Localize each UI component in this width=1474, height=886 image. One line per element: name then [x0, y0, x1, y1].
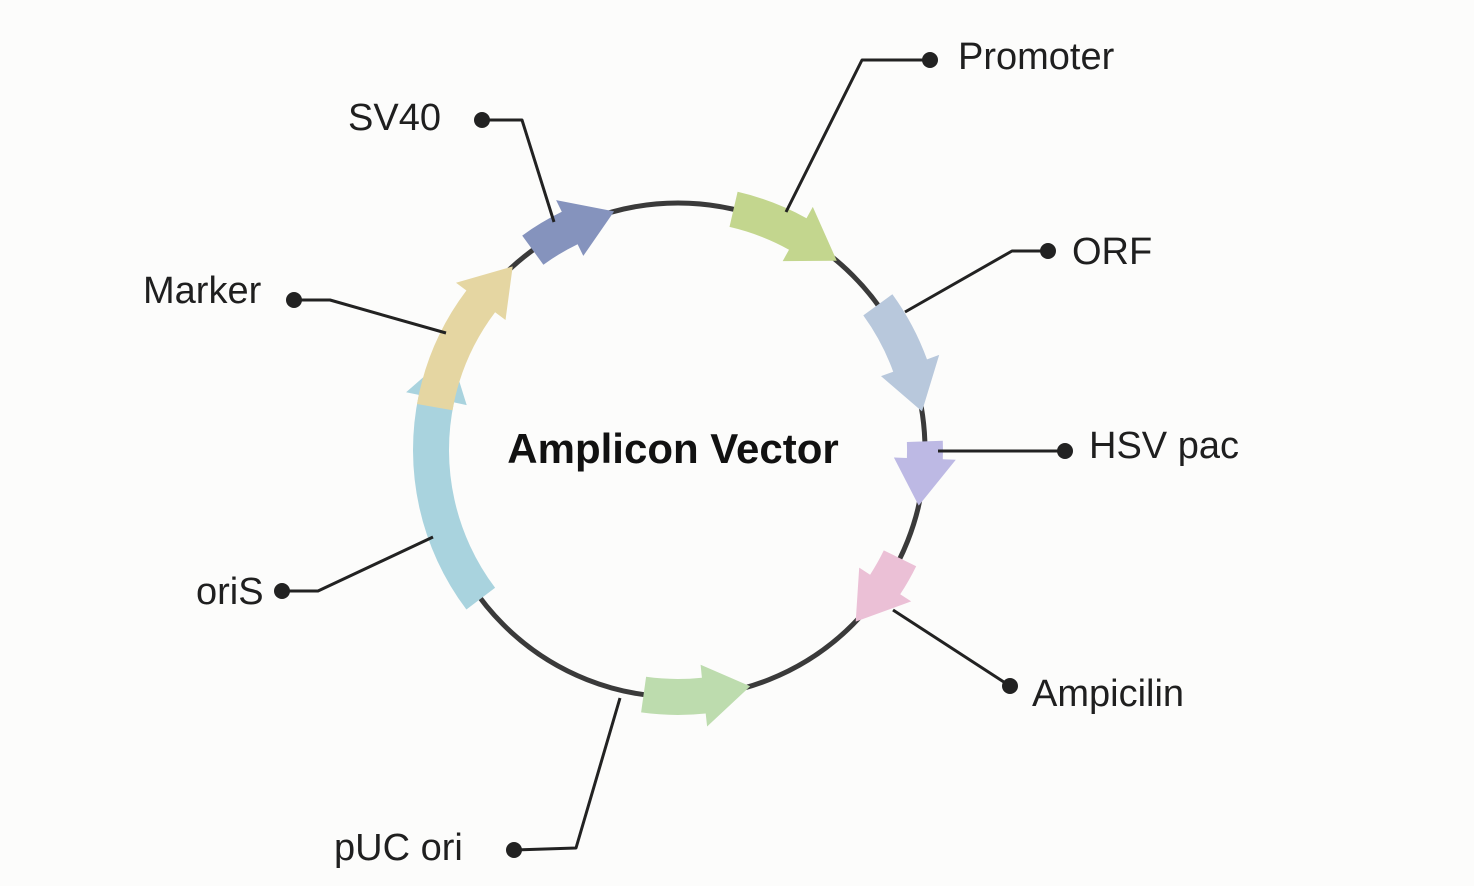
oris-arrow — [406, 353, 496, 610]
promoter-label: Promoter — [958, 36, 1115, 78]
oris-leader — [282, 535, 434, 593]
marker-leader — [294, 298, 447, 335]
marker-label: Marker — [143, 270, 262, 312]
hsv-pac-label: HSV pac — [1089, 425, 1239, 467]
sv40-leader — [482, 118, 556, 223]
orf-leader — [904, 249, 1048, 314]
feature-arrows — [406, 191, 956, 727]
orf-leader-dot — [1040, 243, 1056, 259]
puc-ori-leader-dot — [506, 842, 522, 858]
hsv-pac-arrow — [893, 440, 956, 506]
leader-lines — [274, 52, 1073, 858]
feature-labels: Promoter ORF HSV pac Ampicilin pUC ori o… — [143, 36, 1239, 869]
puc-ori-arrow — [641, 664, 751, 727]
diagram-title: Amplicon Vector — [507, 425, 838, 472]
puc-ori-leader — [513, 697, 622, 852]
puc-ori-label: pUC ori — [334, 827, 463, 869]
sv40-leader-dot — [474, 112, 490, 128]
sv40-arrow — [522, 200, 615, 265]
hsv-pac-leader-dot — [1057, 443, 1073, 459]
oris-label: oriS — [196, 571, 264, 613]
ampicilin-arrow — [855, 550, 917, 622]
ampicilin-leader — [892, 608, 1011, 688]
promoter-leader — [784, 58, 930, 213]
promoter-arrow — [729, 191, 837, 262]
promoter-leader-dot — [922, 52, 938, 68]
oris-leader-dot — [274, 583, 290, 599]
marker-arrow — [417, 266, 513, 411]
orf-arrow — [863, 294, 940, 412]
sv40-label: SV40 — [348, 97, 441, 139]
orf-label: ORF — [1072, 231, 1152, 273]
marker-leader-dot — [286, 292, 302, 308]
ampicilin-leader-dot — [1002, 678, 1018, 694]
ampicilin-label: Ampicilin — [1032, 673, 1184, 715]
